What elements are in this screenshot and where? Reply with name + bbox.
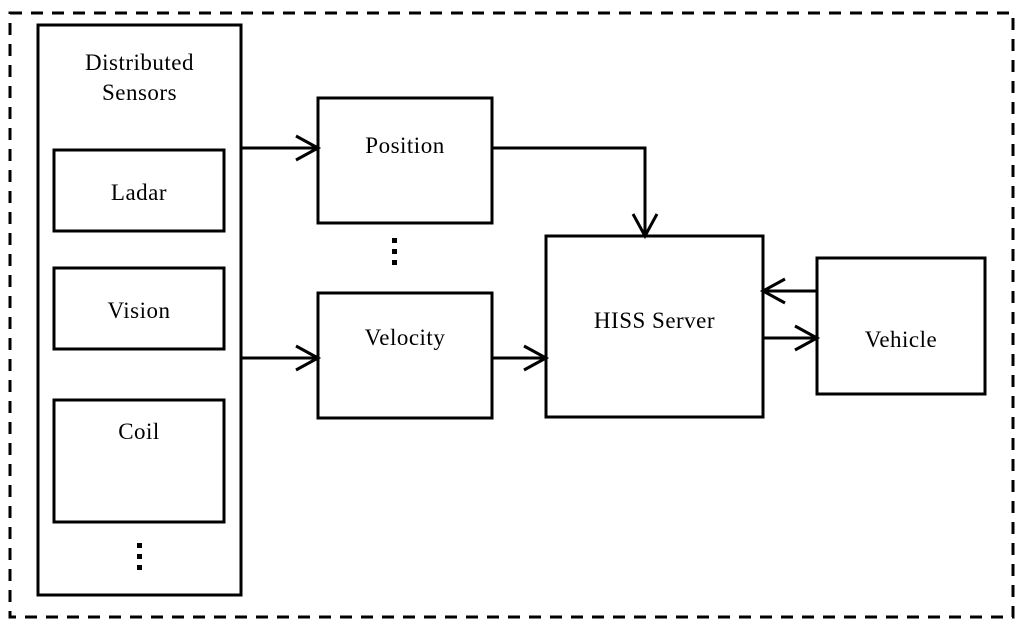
hiss-server-label: HISS Server — [593, 308, 716, 333]
ellipsis-dot — [136, 554, 142, 559]
position-box[interactable] — [316, 96, 494, 225]
system-boundary — [8, 11, 1015, 619]
coil-box[interactable] — [52, 398, 226, 524]
ladar-box[interactable] — [52, 148, 226, 233]
hiss-server-box[interactable] — [544, 234, 765, 419]
ellipsis-dot — [136, 543, 142, 548]
estimators-more-ellipsis-icon — [384, 238, 404, 265]
connector-sensors-to-position — [241, 134, 322, 162]
distributed-sensors-label: Distributed Sensors — [38, 48, 241, 108]
connector-velocity-to-hiss — [492, 344, 550, 372]
connector-vehicle-to-hiss — [759, 277, 817, 305]
velocity-box[interactable] — [316, 291, 494, 420]
vision-box[interactable] — [52, 266, 226, 351]
ellipsis-dot — [391, 238, 397, 243]
vehicle-box[interactable] — [815, 256, 987, 396]
sensors-more-ellipsis-icon — [129, 543, 149, 570]
distributed-sensors-label-line2: Sensors — [101, 80, 178, 105]
vision-label: Vision — [107, 298, 171, 323]
distributed-sensors-label-line1: Distributed — [85, 50, 194, 75]
position-label: Position — [365, 133, 445, 158]
connector-sensors-to-velocity — [241, 344, 322, 372]
coil-label: Coil — [118, 419, 160, 444]
ellipsis-dot — [391, 260, 397, 265]
ellipsis-dot — [136, 565, 142, 570]
vehicle-label: Vehicle — [864, 327, 938, 352]
ladar-label: Ladar — [110, 180, 168, 205]
connector-position-to-hiss — [492, 146, 659, 240]
velocity-label: Velocity — [364, 325, 446, 350]
connector-hiss-to-vehicle — [763, 324, 821, 352]
ellipsis-dot — [391, 249, 397, 254]
